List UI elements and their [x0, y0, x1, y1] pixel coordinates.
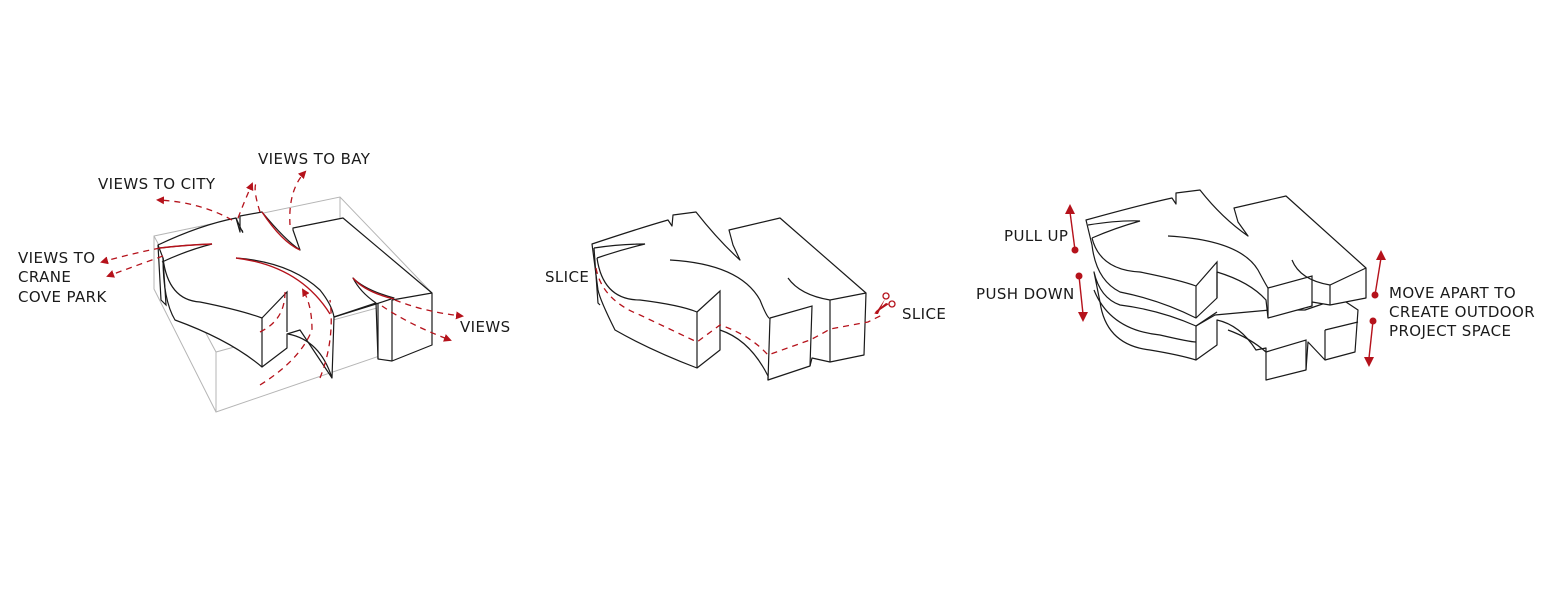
push-down-arrow — [1075, 272, 1088, 322]
label-move-apart-line1: MOVE APART TO — [1389, 284, 1517, 302]
label-views-to-crane-line2: CRANE — [18, 268, 72, 286]
building-mass-upper — [1085, 189, 1367, 319]
label-views: VIEWS — [460, 318, 511, 336]
move-apart-up-arrow — [1371, 250, 1386, 299]
label-move-apart-line3: PROJECT SPACE — [1389, 322, 1512, 340]
building-mass-slice — [591, 211, 867, 381]
panel-slice — [591, 211, 896, 381]
label-push-down: PUSH DOWN — [976, 285, 1075, 303]
label-pull-up: PULL UP — [1004, 227, 1069, 245]
move-apart-down-arrow — [1364, 317, 1377, 367]
label-views-to-crane-line1: VIEWS TO — [18, 249, 96, 267]
panel-move — [1065, 189, 1386, 381]
label-views-to-crane-line3: COVE PARK — [18, 288, 107, 306]
label-slice-left: SLICE — [545, 268, 590, 286]
label-move-apart-line2: CREATE OUTDOOR — [1389, 303, 1536, 321]
label-slice-right: SLICE — [902, 305, 947, 323]
panel-views — [100, 170, 464, 413]
scissors-icon — [874, 292, 896, 314]
label-views-to-city: VIEWS TO CITY — [98, 175, 216, 193]
slice-cut-line — [595, 267, 885, 356]
label-views-to-bay: VIEWS TO BAY — [258, 150, 371, 168]
view-arrows — [100, 170, 464, 386]
building-mass — [157, 211, 433, 379]
building-mass-lower — [1093, 271, 1359, 381]
pull-up-arrow — [1065, 204, 1079, 254]
